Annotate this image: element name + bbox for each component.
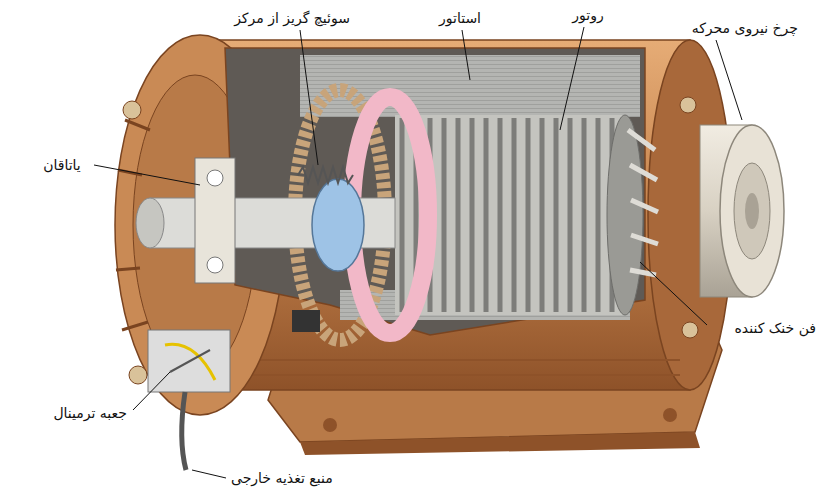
bearing-part	[195, 158, 235, 283]
part-label: فن خنک کننده	[733, 320, 818, 337]
leader-line-part	[640, 262, 707, 325]
centrifugal-switch-part	[292, 310, 320, 332]
drive-pulley-part	[745, 193, 759, 229]
part-label: منبع تغذیه خارجی	[229, 470, 335, 487]
motor-foot-part	[663, 408, 677, 422]
leader-line-part	[133, 372, 170, 410]
bearing-part	[207, 257, 223, 273]
leader-line-part	[716, 40, 742, 120]
part-label: استاتور	[437, 10, 483, 27]
bolt-part	[129, 366, 147, 384]
motor-foot-part	[300, 432, 700, 455]
leader-line-part	[462, 30, 470, 80]
centrifugal-switch-part	[312, 179, 364, 271]
part-label: سوئیچ گریز از مرکز	[232, 10, 352, 27]
bearing	[195, 158, 235, 283]
shaft-part	[136, 198, 164, 248]
power-cable	[182, 392, 186, 470]
drive-pulley	[700, 125, 784, 297]
stator-winding	[295, 90, 428, 340]
part-label: چرخ نیروی محرکه	[690, 20, 800, 37]
terminal-box-part	[148, 330, 230, 392]
bearing-part	[207, 170, 223, 186]
leader-line-part	[192, 470, 226, 478]
leader-line-part	[94, 165, 200, 185]
bolt-part	[682, 322, 698, 338]
motor-foot-part	[323, 418, 337, 432]
terminal-box-part	[165, 344, 215, 380]
cutaway-interior-part	[300, 55, 640, 117]
cutaway-interior-part	[225, 48, 645, 335]
cutaway-interior	[225, 48, 645, 335]
centrifugal-switch-part	[298, 167, 353, 183]
leader-line	[94, 27, 742, 478]
drive-pulley-part	[734, 163, 770, 259]
power-cable-part	[182, 392, 186, 470]
bolt-part	[680, 97, 696, 113]
part-label: یاتاقان	[41, 157, 83, 174]
part-label: جعبه ترمینال	[51, 405, 129, 422]
cooling-fan-part	[628, 130, 658, 275]
motor-housing-part	[230, 374, 680, 376]
centrifugal-switch	[292, 167, 364, 332]
part-label: روتور	[570, 7, 605, 24]
leader-line-part	[300, 30, 318, 165]
drive-pulley-part	[720, 125, 784, 297]
rotor-part	[607, 115, 643, 315]
terminal-box	[148, 330, 230, 392]
motor-housing-part	[230, 359, 680, 361]
terminal-box-part	[170, 350, 210, 372]
cooling-fan	[628, 130, 658, 275]
leader-line-part	[560, 27, 584, 130]
bolt-part	[123, 101, 141, 119]
